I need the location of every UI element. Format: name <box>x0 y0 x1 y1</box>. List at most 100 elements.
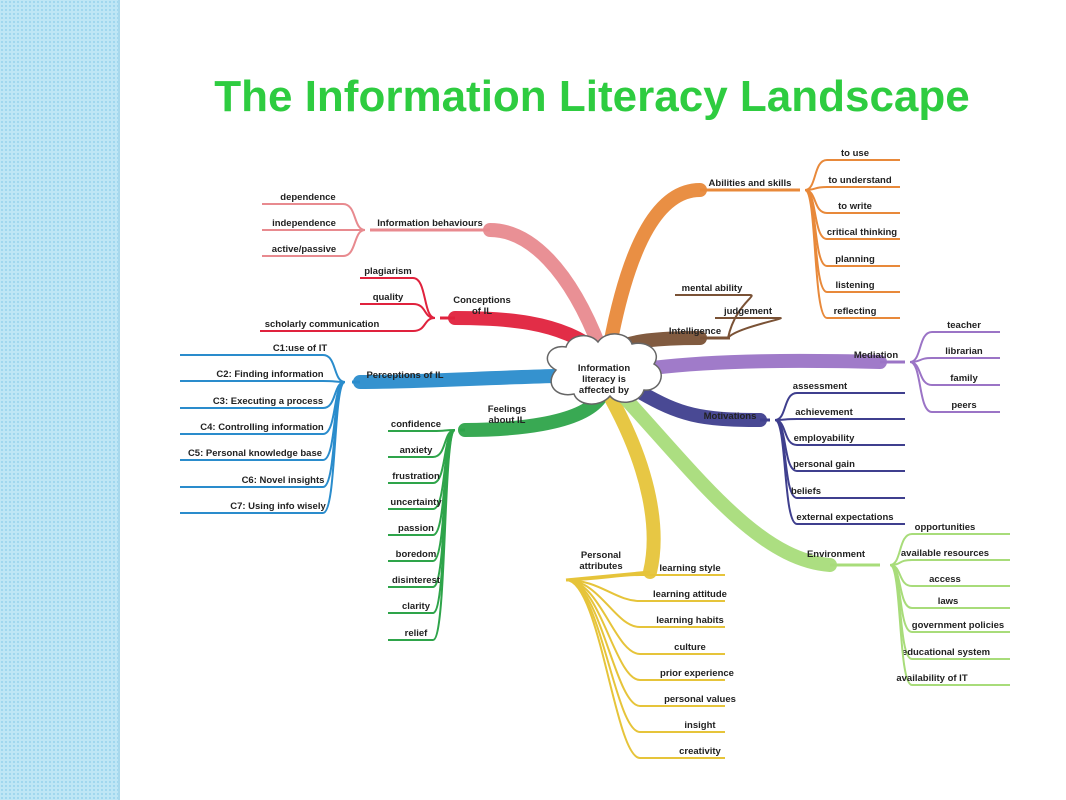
branch-motivations: Motivationsassessmentachievementemployab… <box>633 381 905 525</box>
perceptions-item-5: C6: Novel insights <box>242 475 325 486</box>
center-cloud-shape <box>546 333 662 405</box>
center-line-1: Information <box>578 363 630 374</box>
perceptions-item-1: C2: Finding information <box>216 369 323 380</box>
branch-behaviours: Information behavioursdependenceindepend… <box>262 192 607 355</box>
environment-item-4: government policies <box>912 620 1004 631</box>
conceptions-item-1: quality <box>373 292 404 303</box>
conceptions-label-line-2: of IL <box>472 306 492 317</box>
perceptions-connector-6 <box>180 381 346 514</box>
mediation-item-2: family <box>950 373 978 384</box>
feelings-item-2: frustration <box>392 471 440 482</box>
perceptions-label: Perceptions of IL <box>366 370 443 381</box>
intelligence-connector-0 <box>675 294 753 339</box>
environment-connector-1 <box>889 559 1010 566</box>
perceptions-item-0: C1:use of IT <box>273 343 328 354</box>
conceptions-label-line-1: Conceptions <box>453 295 511 306</box>
personal-item-3: culture <box>674 642 706 653</box>
environment-item-6: availability of IT <box>896 673 967 684</box>
feelings-item-1: anxiety <box>400 445 433 456</box>
abilities-label: Abilities and skills <box>709 178 792 189</box>
intelligence-connector-1 <box>715 317 782 339</box>
feelings-label-line-2: about IL <box>489 415 526 426</box>
branch-mediation: Mediation teacher librarian family peers <box>645 320 1000 413</box>
feelings-item-0: confidence <box>391 419 441 430</box>
motivations-connector-5 <box>774 419 905 525</box>
motivations-item-1: achievement <box>795 407 853 418</box>
mediation-item-1: librarian <box>945 346 983 357</box>
feelings-item-7: clarity <box>402 601 431 612</box>
abilities-item-4: planning <box>835 254 875 265</box>
intelligence-item-1: judgement <box>723 306 773 317</box>
behaviours-connector-2 <box>262 229 366 257</box>
mediation-item-0: teacher <box>947 320 981 331</box>
intelligence-item-0: mental ability <box>682 283 743 294</box>
perceptions-connector-1 <box>180 380 346 383</box>
abilities-trunk <box>603 183 707 352</box>
motivations-item-3: personal gain <box>793 459 855 470</box>
feelings-item-3: uncertainty <box>390 497 442 508</box>
feelings-item-4: passion <box>398 523 434 534</box>
personal-item-5: personal values <box>664 694 736 705</box>
abilities-connector-1 <box>804 186 900 191</box>
feelings-connector-8 <box>388 429 456 641</box>
branch-perceptions: Perceptions of IL C1:use of IT C2: Finding… <box>180 343 562 514</box>
motivations-item-4: beliefs <box>791 486 821 497</box>
center-line-3: affected by <box>579 385 630 396</box>
perceptions-item-4: C5: Personal knowledge base <box>188 448 322 459</box>
mediation-label: Mediation <box>854 350 899 361</box>
abilities-item-0: to use <box>841 148 869 159</box>
behaviours-trunk <box>483 223 607 355</box>
conceptions-item-2: scholarly communication <box>265 319 380 330</box>
behaviours-item-0: dependence <box>280 192 335 203</box>
side-strip-decoration <box>0 0 120 800</box>
abilities-item-3: critical thinking <box>827 227 897 238</box>
perceptions-trunk <box>353 369 562 389</box>
personal-label-line-2: attributes <box>579 561 622 572</box>
environment-item-3: laws <box>938 596 959 607</box>
conceptions-connector-2 <box>260 317 436 332</box>
motivations-item-2: employability <box>794 433 855 444</box>
behaviours-item-1: independence <box>272 218 336 229</box>
environment-item-1: available resources <box>901 548 989 559</box>
personal-connector-7 <box>565 579 725 759</box>
mediation-item-3: peers <box>951 400 976 411</box>
personal-trunk <box>605 393 661 579</box>
environment-item-0: opportunities <box>915 522 976 533</box>
environment-label: Environment <box>807 549 866 560</box>
abilities-item-6: reflecting <box>834 306 877 317</box>
personal-label-line-1: Personal <box>581 550 621 561</box>
personal-item-6: insight <box>684 720 716 731</box>
motivations-connector-1 <box>774 418 905 421</box>
conceptions-connector-1 <box>360 303 436 319</box>
motivations-trunk <box>633 385 767 427</box>
center-line-2: literacy is <box>582 374 626 385</box>
environment-item-5: educational system <box>902 647 990 658</box>
personal-item-2: learning habits <box>656 615 724 626</box>
abilities-item-1: to understand <box>828 175 892 186</box>
behaviours-item-2: active/passive <box>272 244 336 255</box>
feelings-item-8: relief <box>405 628 429 639</box>
abilities-item-5: listening <box>835 280 874 291</box>
feelings-item-5: boredom <box>396 549 437 560</box>
feelings-label-line-1: Feelings <box>488 404 527 415</box>
feelings-item-6: disinterest <box>392 575 441 586</box>
slide-title: The Information Literacy Landscape <box>214 72 970 121</box>
environment-item-2: access <box>929 574 961 585</box>
branches-layer: Information behavioursdependenceindepend… <box>180 148 1010 759</box>
motivations-item-5: external expectations <box>796 512 893 523</box>
personal-item-7: creativity <box>679 746 721 757</box>
perceptions-item-2: C3: Executing a process <box>213 396 323 407</box>
personal-item-1: learning attitude <box>653 589 727 600</box>
mediation-connector-3 <box>909 361 1000 413</box>
motivations-label: Motivations <box>704 411 757 422</box>
environment-trunk <box>618 391 837 572</box>
abilities-connector-6 <box>804 189 900 319</box>
personal-item-4: prior experience <box>660 668 734 679</box>
mediation-connector-1 <box>909 357 1000 363</box>
conceptions-item-0: plagiarism <box>364 266 412 277</box>
perceptions-item-6: C7: Using info wisely <box>230 501 326 512</box>
